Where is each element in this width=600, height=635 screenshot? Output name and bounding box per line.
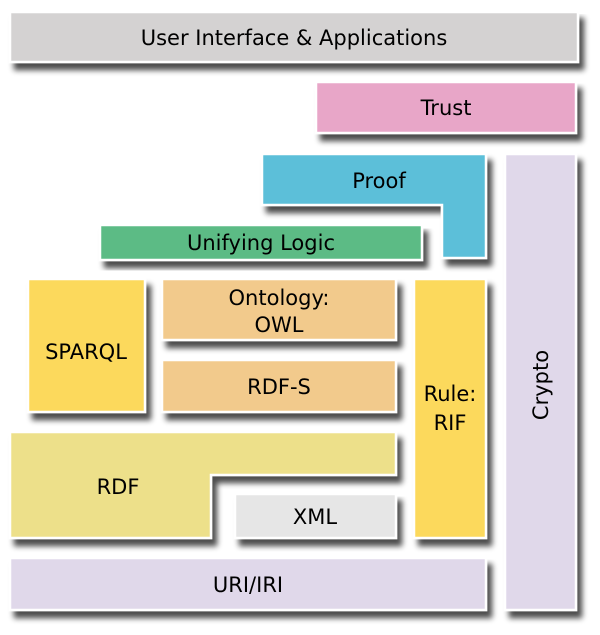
layer-ui: User Interface & Applications [8,10,580,64]
layer-ontology: Ontology: OWL [160,277,398,342]
layer-rule: Rule: RIF [412,277,488,540]
layer-uri: URI/IRI [8,556,488,612]
proof-block [260,152,488,260]
rdf-label: RDF [97,475,140,499]
rdfs-block [160,358,398,414]
crypto-block [503,152,578,612]
proof-label: Proof [352,169,406,193]
logic-label: Unifying Logic [187,231,335,255]
rdfs-label: RDF-S [247,375,311,399]
layer-proof: Proof [260,152,488,260]
rule-label-line1: Rule: [424,382,477,406]
sparql-label: SPARQL [45,340,127,364]
xml-block [233,492,398,540]
ui-block [8,10,580,64]
layer-rdfs: RDF-S [160,358,398,414]
crypto-label: Crypto [529,350,553,420]
layer-sparql: SPARQL [26,277,147,414]
uri-label: URI/IRI [213,573,283,597]
ontology-label-line1: Ontology: [229,286,330,310]
rdf-block [8,430,398,540]
layer-crypto: Crypto [503,152,578,612]
layer-unifying-logic: Unifying Logic [98,223,424,262]
uri-block [8,556,488,612]
xml-label: XML [293,505,338,529]
ontology-label-line2: OWL [255,313,304,337]
sparql-block [26,277,147,414]
layer-rdf: RDF [8,430,398,540]
trust-label: Trust [420,96,472,120]
layer-xml: XML [233,492,398,540]
rule-label-line2: RIF [434,411,467,435]
layer-trust: Trust [314,80,578,135]
logic-block [98,223,424,262]
trust-block [314,80,578,135]
ui-label: User Interface & Applications [141,26,448,50]
rule-block [412,277,488,540]
ontology-block [160,277,398,342]
